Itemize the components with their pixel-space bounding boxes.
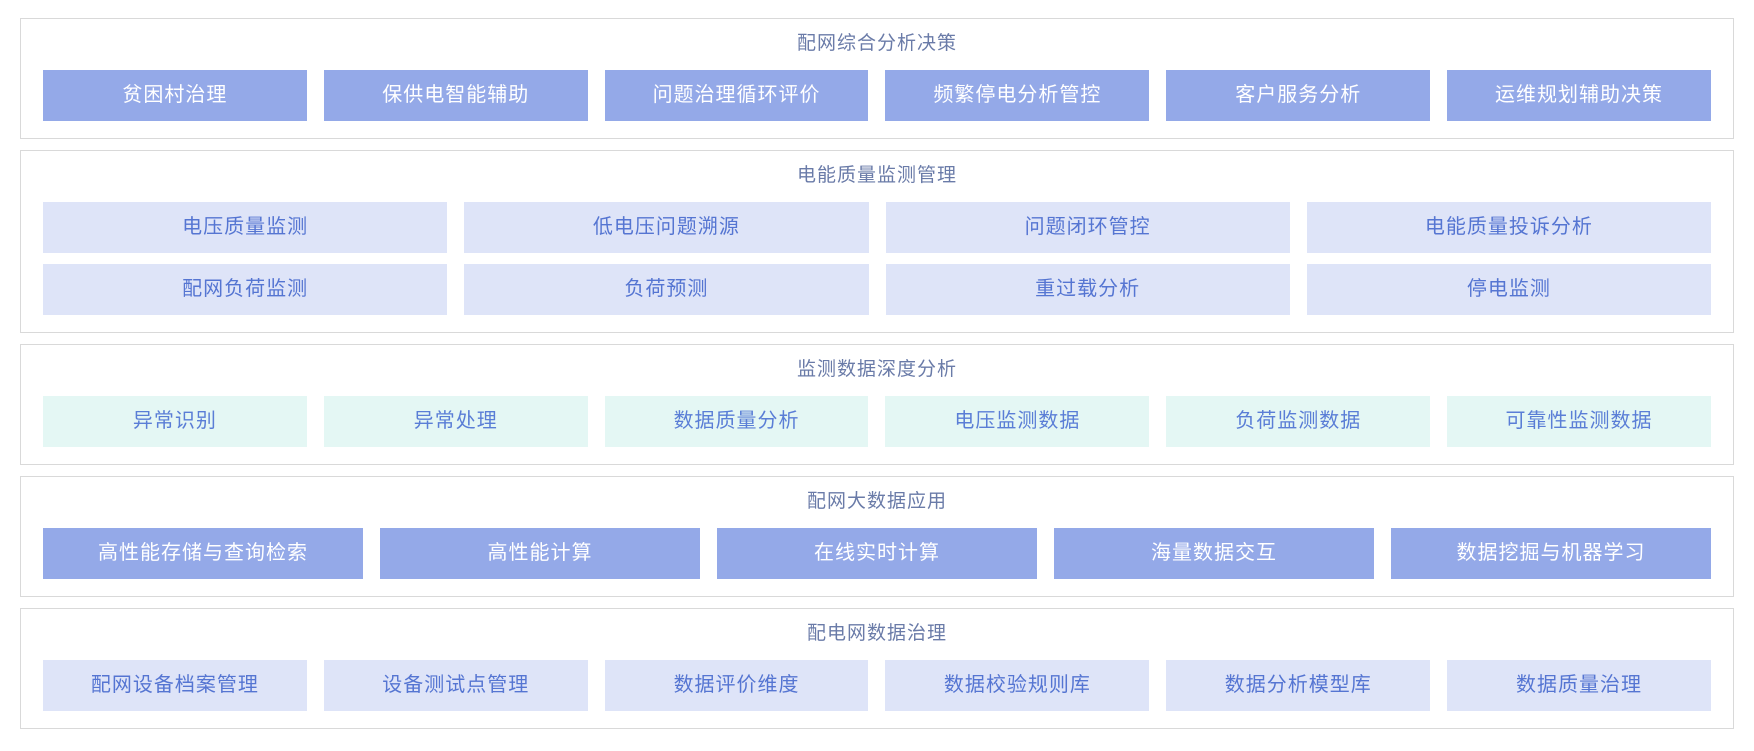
button-row: 异常识别异常处理数据质量分析电压监测数据负荷监测数据可靠性监测数据 xyxy=(43,396,1711,447)
module-button[interactable]: 高性能计算 xyxy=(380,528,700,579)
button-row: 高性能存储与查询检索高性能计算在线实时计算海量数据交互数据挖掘与机器学习 xyxy=(43,528,1711,579)
module-button[interactable]: 负荷预测 xyxy=(464,264,869,315)
module-button[interactable]: 高性能存储与查询检索 xyxy=(43,528,363,579)
module-button[interactable]: 客户服务分析 xyxy=(1166,70,1431,121)
module-button[interactable]: 低电压问题溯源 xyxy=(464,202,869,253)
module-button[interactable]: 异常处理 xyxy=(323,396,588,447)
module-button[interactable]: 可靠性监测数据 xyxy=(1447,396,1711,447)
module-button[interactable]: 数据质量治理 xyxy=(1447,660,1711,711)
module-button[interactable]: 配网负荷监测 xyxy=(43,264,448,315)
button-row: 配网设备档案管理设备测试点管理数据评价维度数据校验规则库数据分析模型库数据质量治… xyxy=(43,660,1711,711)
section-power-quality-monitoring: 电能质量监测管理电压质量监测低电压问题溯源问题闭环管控电能质量投诉分析配网负荷监… xyxy=(20,150,1734,333)
module-button[interactable]: 问题治理循环评价 xyxy=(604,70,869,121)
section-title: 配网综合分析决策 xyxy=(796,33,957,54)
module-button[interactable]: 在线实时计算 xyxy=(717,528,1037,579)
module-button[interactable]: 数据评价维度 xyxy=(604,660,869,711)
module-button[interactable]: 负荷监测数据 xyxy=(1166,396,1431,447)
module-button[interactable]: 重过载分析 xyxy=(885,264,1290,315)
module-button[interactable]: 海量数据交互 xyxy=(1054,528,1374,579)
module-button[interactable]: 电能质量投诉分析 xyxy=(1306,202,1711,253)
module-button[interactable]: 频繁停电分析管控 xyxy=(885,70,1150,121)
button-row: 电压质量监测低电压问题溯源问题闭环管控电能质量投诉分析 xyxy=(43,202,1711,253)
module-button[interactable]: 电压质量监测 xyxy=(43,202,448,253)
module-button[interactable]: 数据校验规则库 xyxy=(885,660,1150,711)
section-comprehensive-analysis-decision: 配网综合分析决策贫困村治理保供电智能辅助问题治理循环评价频繁停电分析管控客户服务… xyxy=(20,18,1734,139)
module-button[interactable]: 运维规划辅助决策 xyxy=(1447,70,1711,121)
module-button[interactable]: 配网设备档案管理 xyxy=(43,660,307,711)
section-data-governance: 配电网数据治理配网设备档案管理设备测试点管理数据评价维度数据校验规则库数据分析模… xyxy=(20,608,1734,729)
module-button[interactable]: 数据挖掘与机器学习 xyxy=(1391,528,1711,579)
module-button[interactable]: 异常识别 xyxy=(43,396,307,447)
button-row: 配网负荷监测负荷预测重过载分析停电监测 xyxy=(43,264,1711,315)
module-layers-panel: 配网综合分析决策贫困村治理保供电智能辅助问题治理循环评价频繁停电分析管控客户服务… xyxy=(0,18,1754,729)
button-row: 贫困村治理保供电智能辅助问题治理循环评价频繁停电分析管控客户服务分析运维规划辅助… xyxy=(43,70,1711,121)
section-title: 配电网数据治理 xyxy=(806,623,947,644)
module-button[interactable]: 停电监测 xyxy=(1306,264,1711,315)
module-button[interactable]: 保供电智能辅助 xyxy=(323,70,588,121)
section-big-data-application: 配网大数据应用高性能存储与查询检索高性能计算在线实时计算海量数据交互数据挖掘与机… xyxy=(20,476,1734,597)
module-button[interactable]: 数据质量分析 xyxy=(604,396,869,447)
module-button[interactable]: 数据分析模型库 xyxy=(1166,660,1431,711)
module-button[interactable]: 问题闭环管控 xyxy=(885,202,1290,253)
section-title: 配网大数据应用 xyxy=(806,491,947,512)
section-title: 监测数据深度分析 xyxy=(796,359,957,380)
section-monitoring-data-deep-analysis: 监测数据深度分析异常识别异常处理数据质量分析电压监测数据负荷监测数据可靠性监测数… xyxy=(20,344,1734,465)
module-button[interactable]: 贫困村治理 xyxy=(43,70,307,121)
module-button[interactable]: 设备测试点管理 xyxy=(323,660,588,711)
module-button[interactable]: 电压监测数据 xyxy=(885,396,1150,447)
section-title: 电能质量监测管理 xyxy=(796,165,957,186)
